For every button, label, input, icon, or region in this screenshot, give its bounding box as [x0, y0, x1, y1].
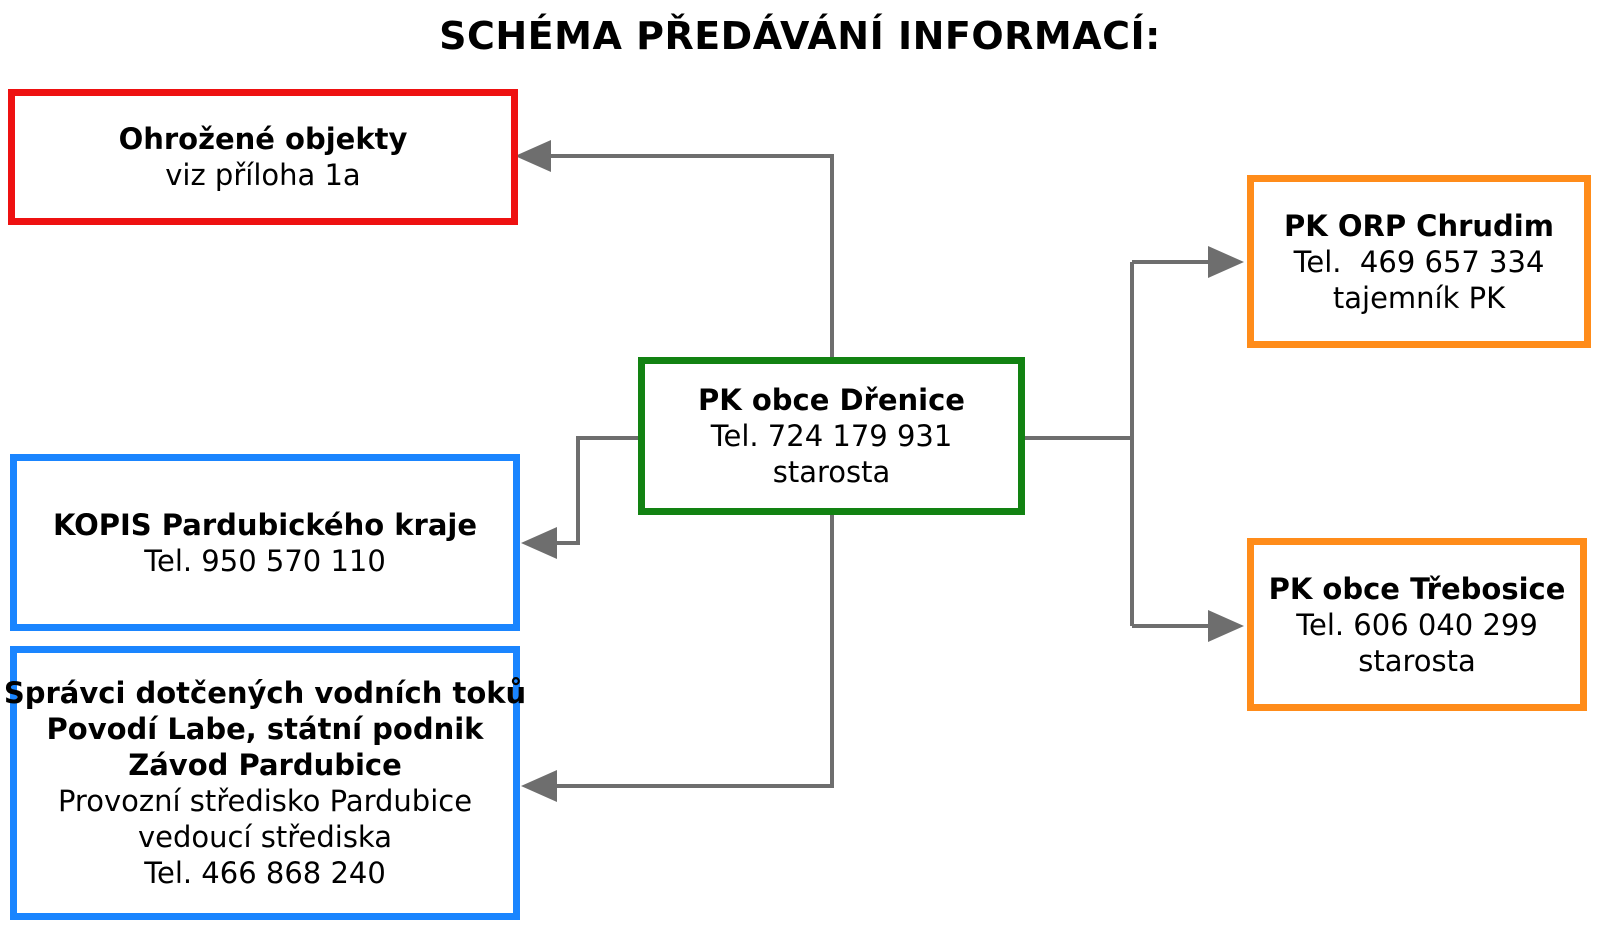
threatened-objects-heading: Ohrožené objekty	[118, 122, 408, 156]
central-heading: PK obce Dřenice	[698, 383, 965, 417]
water-heading-1: Správci dotčených vodních toků	[3, 676, 527, 710]
orp-phone: Tel. 469 657 334	[1293, 244, 1545, 279]
kopis-box: KOPIS Pardubického kraje Tel. 950 570 11…	[10, 454, 520, 631]
water-heading-2: Povodí Labe, státní podnik	[46, 712, 484, 746]
orp-role: tajemník PK	[1332, 280, 1506, 315]
water-line-5: vedoucí střediska	[138, 820, 392, 854]
water-heading-3: Závod Pardubice	[128, 748, 402, 782]
trebosice-role: starosta	[1358, 643, 1476, 678]
orp-heading: PK ORP Chrudim	[1284, 208, 1554, 243]
trebosice-phone: Tel. 606 040 299	[1296, 607, 1538, 642]
water-phone: Tel. 466 868 240	[144, 856, 386, 890]
threatened-objects-reference: viz příloha 1a	[165, 158, 361, 192]
connector-to-threatened	[515, 140, 834, 357]
kopis-phone: Tel. 950 570 110	[144, 543, 386, 578]
connector-to-water-managers	[521, 515, 834, 802]
central-phone: Tel. 724 179 931	[710, 419, 953, 453]
trebosice-heading: PK obce Třebosice	[1268, 571, 1566, 606]
connector-central-right-trunk	[1025, 262, 1134, 626]
diagram-title: SCHÉMA PŘEDÁVÁNÍ INFORMACÍ:	[439, 14, 1161, 58]
connector-to-kopis	[521, 436, 638, 559]
central-role: starosta	[772, 455, 891, 489]
threatened-objects-box: Ohrožené objekty viz příloha 1a	[8, 89, 518, 225]
central-crisis-staff-box: PK obce Dřenice Tel. 724 179 931 starost…	[638, 357, 1025, 515]
kopis-heading: KOPIS Pardubického kraje	[52, 507, 478, 542]
trebosice-box: PK obce Třebosice Tel. 606 040 299 staro…	[1247, 538, 1587, 711]
water-managers-box: Správci dotčených vodních toků Povodí La…	[4, 646, 526, 920]
orp-chrudim-box: PK ORP Chrudim Tel. 469 657 334 tajemník…	[1247, 175, 1591, 348]
water-line-4: Provozní středisko Pardubice	[57, 784, 473, 818]
